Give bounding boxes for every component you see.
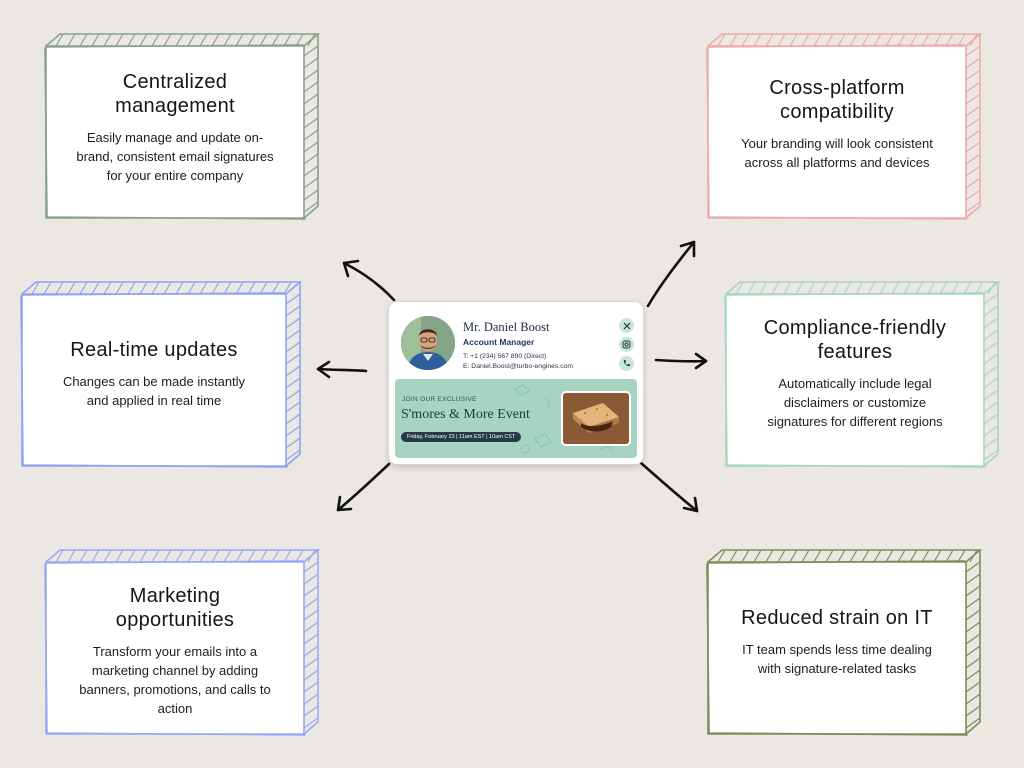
card-title: Marketing opportunities (115, 585, 235, 631)
card-reduced-strain-on-it: Reduced strain on IT IT team spends less… (706, 549, 983, 736)
card-description: Transform your emails into a marketing c… (79, 644, 271, 716)
card-centralized-management: Centralized management Easily manage and… (44, 33, 321, 220)
avatar (401, 316, 455, 370)
arrow-to-it (639, 461, 699, 513)
card-marketing-opportunities: Marketing opportunities Transform your e… (44, 549, 321, 736)
arrow-to-compliance-head (694, 352, 708, 370)
instagram-icon[interactable] (619, 337, 634, 352)
arrow-to-compliance (654, 358, 708, 363)
signature-email[interactable]: E: Daniel.Boost@turbo-engines.com (463, 363, 574, 370)
arrow-to-realtime (316, 367, 368, 373)
arrow-to-marketing (336, 462, 391, 512)
smores-photo (563, 393, 629, 444)
arrow-to-cross-platform (646, 240, 696, 308)
person-photo-icon (401, 316, 455, 370)
card-title: Cross-platform compatibility (769, 77, 905, 123)
card-description: Easily manage and update on-brand, consi… (76, 130, 274, 183)
arrow-to-it-head (682, 496, 699, 513)
card-description: Your branding will look consistent acros… (741, 136, 933, 170)
arrow-to-centralized (342, 261, 396, 302)
banner-date-pill: Friday, February 23 | 11am EST | 10am CS… (401, 432, 522, 442)
signature-phone: T: +1 (234) 567 890 (Direct) (463, 353, 547, 360)
card-description: IT team spends less time dealing with si… (742, 642, 932, 676)
card-title: Reduced strain on IT (741, 607, 933, 629)
card-title: Real-time updates (70, 339, 238, 361)
arrow-to-cross-platform-head (679, 240, 696, 258)
x-icon[interactable] (619, 318, 634, 333)
card-title: Compliance-friendly features (763, 317, 947, 363)
banner-kicker: JOIN OUR EXCLUSIVE (402, 396, 477, 403)
arrow-to-centralized-head (342, 259, 360, 278)
signature-name: Mr. Daniel Boost (463, 320, 550, 334)
card-description: Automatically include legal disclaimers … (767, 376, 943, 429)
card-description: Changes can be made instantly and applie… (62, 374, 246, 408)
banner-doodle-pattern (514, 384, 613, 454)
phone-icon[interactable] (619, 356, 634, 371)
card-compliance-friendly-features: Compliance-friendly features Automatical… (724, 281, 1001, 468)
card-title: Centralized management (115, 71, 235, 117)
banner-title: S'mores & More Event (401, 407, 530, 422)
card-cross-platform-compatibility: Cross-platform compatibility Your brandi… (706, 33, 983, 220)
signature-role: Account Manager (463, 337, 535, 347)
arrow-to-marketing-head (336, 495, 353, 512)
email-signature-preview: Mr. Daniel Boost Account Manager T: +1 (… (389, 302, 643, 464)
arrow-to-realtime-head (316, 360, 331, 379)
card-real-time-updates: Real-time updates Changes can be made in… (20, 281, 303, 468)
event-banner[interactable]: JOIN OUR EXCLUSIVE S'mores & More Event … (395, 379, 637, 458)
